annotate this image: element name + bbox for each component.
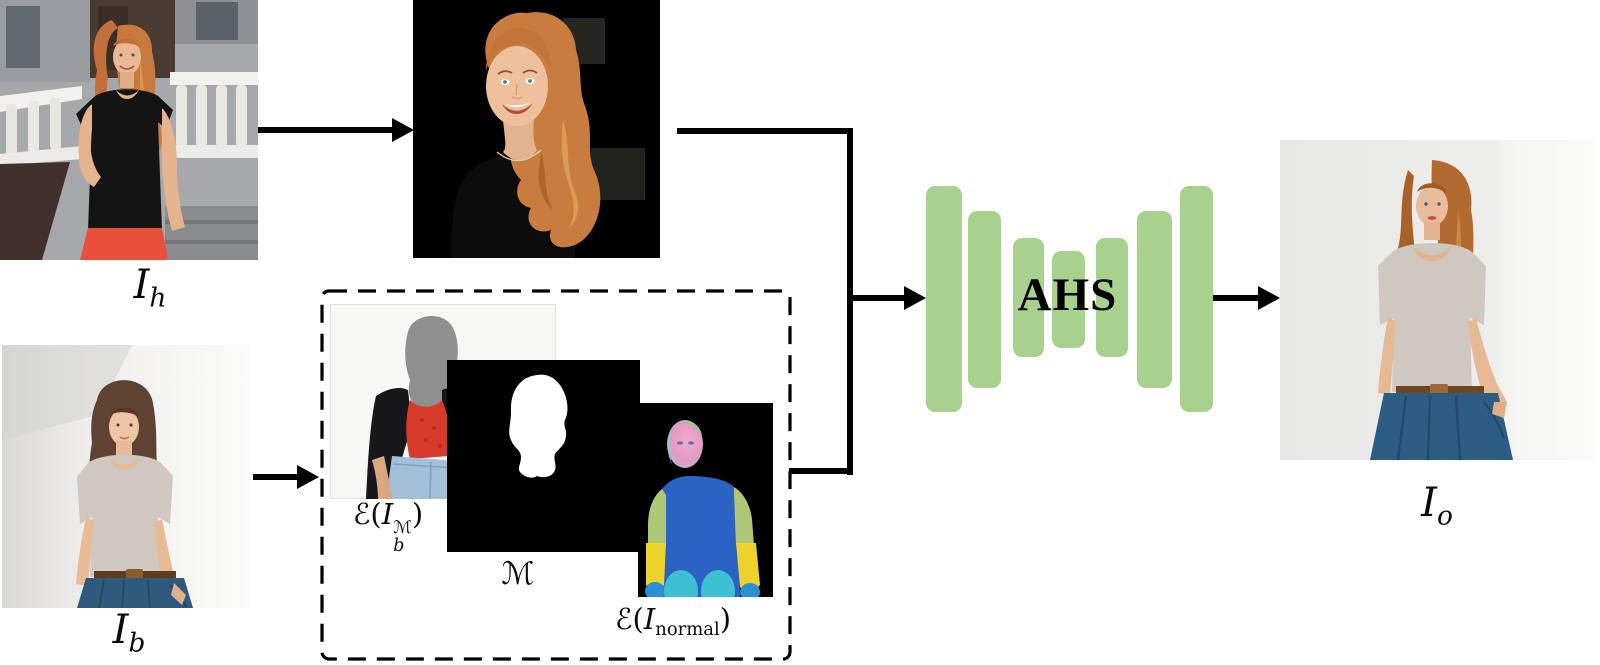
output-photo xyxy=(1280,140,1595,460)
arrow-network-output-head xyxy=(1258,286,1280,310)
masked-body-label-open: ( xyxy=(370,497,382,531)
output-label-sub: o xyxy=(1436,500,1453,532)
source-head-label: Ih xyxy=(92,262,208,313)
arrow-body-input-line xyxy=(253,474,299,480)
source-head-label-sub: h xyxy=(149,282,167,314)
masked-body-label-close: ) xyxy=(411,497,424,531)
source-head-photo xyxy=(0,0,258,260)
merge-line-vertical xyxy=(847,128,853,475)
encoder-bar-1 xyxy=(926,186,962,412)
merge-line-top xyxy=(677,128,851,134)
decoder-bar-3 xyxy=(1180,186,1213,412)
condition-group-box xyxy=(320,289,792,661)
arrow-head-input-line xyxy=(258,127,394,133)
source-body-label-sub: b xyxy=(128,627,146,659)
normal-map-image xyxy=(638,403,773,597)
output-label: Io xyxy=(1379,480,1495,531)
head-mask-label: ℳ xyxy=(488,556,548,592)
arrow-network-output-line xyxy=(1213,295,1259,301)
arrow-into-network-head xyxy=(904,286,926,310)
normal-map-label: ℰ(Inormal) xyxy=(588,602,758,640)
masked-body-label-sub: b xyxy=(393,536,405,557)
network-name-label: AHS xyxy=(1017,269,1118,321)
head-mask-image xyxy=(447,360,640,552)
normal-map-label-base: I xyxy=(643,602,656,636)
head-mask-label-glyph: ℳ xyxy=(501,556,535,592)
decoder-bar-2 xyxy=(1137,211,1172,388)
source-body-label-base: I xyxy=(112,607,129,653)
decoder-bar-1 xyxy=(1096,238,1128,357)
source-body-photo xyxy=(2,345,250,608)
output-label-base: I xyxy=(1421,480,1437,526)
arrow-into-network-line xyxy=(853,295,905,301)
segmented-head-image xyxy=(413,0,660,258)
normal-map-label-open: ( xyxy=(632,602,644,636)
masked-body-label-sup: ℳ xyxy=(393,518,412,539)
source-head-label-base: I xyxy=(133,262,150,308)
normal-map-label-close: ) xyxy=(719,602,732,636)
source-body-label: Ib xyxy=(71,607,187,658)
encoder-bar-2 xyxy=(968,211,1001,388)
masked-body-label-operator: ℰ xyxy=(352,497,371,531)
masked-body-label-base: I xyxy=(381,497,394,531)
arrow-head-input-head xyxy=(392,118,414,142)
bottleneck-bar xyxy=(1052,251,1085,348)
merge-line-bottom xyxy=(789,468,847,474)
normal-map-label-sub: normal xyxy=(655,618,720,640)
encoder-bar-3 xyxy=(1013,238,1044,357)
arrow-body-input-head xyxy=(297,465,319,489)
normal-map-label-operator: ℰ xyxy=(614,602,633,636)
